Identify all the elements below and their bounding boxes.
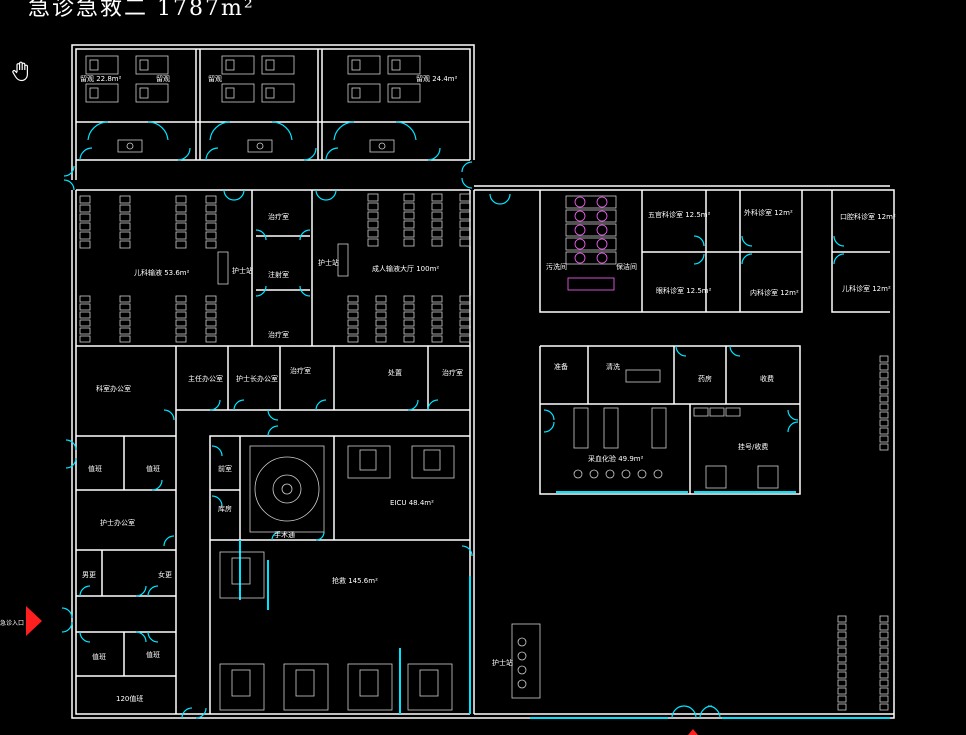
room-ent-surgery: 五官科诊室 12.5m² [648,211,711,219]
room-registration: 挂号/收费 [738,443,769,451]
room-pharmacy: 药房 [698,375,712,383]
room-treatment-3: 治疗室 [290,367,311,375]
room-director-office: 主任办公室 [188,375,223,383]
hand-pan-icon[interactable] [10,59,34,83]
room-emergency-120: 120值班 [116,695,144,703]
room-cashier: 收费 [760,375,774,383]
room-nurse-lead-office: 护士长办公室 [236,375,278,383]
entrance-label: 急诊入口 [0,620,25,627]
room-nurse-station-2: 护士站 [318,259,339,267]
room-dept-office: 科室办公室 [96,385,131,393]
room-duty-4: 值班 [146,651,160,659]
room-treatment-4: 治疗室 [442,369,463,377]
room-adult-infusion: 成人输液大厅 100m² [372,265,440,273]
room-internal-clinic: 内科诊室 12m² [750,289,799,297]
room-ward-c: 留观 [208,75,222,83]
room-nurse-station-3: 护士站 [492,659,513,667]
room-duty-3: 值班 [92,653,106,661]
room-pediatric-clinic: 儿科诊室 12m² [842,285,891,293]
room-nurse-office: 护士办公室 [100,519,135,527]
room-anteroom: 前室 [218,465,232,473]
room-nurse-station-1: 护士站 [232,267,253,275]
room-eye-clinic: 眼科诊室 12.5m² [656,287,712,295]
room-locker-f: 女更 [158,571,172,579]
doors [61,121,890,719]
room-ward-b: 留观 [156,75,170,83]
room-locker-m: 男更 [82,571,96,579]
room-ward-d: 留观 24.4m² [416,75,458,83]
room-prep: 准备 [554,363,568,371]
room-dental-clinic: 口腔科诊室 12m² [840,213,896,221]
room-storage: 库房 [218,505,232,513]
room-cleaning: 保洁间 [616,263,637,271]
furniture [79,55,889,711]
room-icu: EICU 48.4m² [390,499,434,507]
room-treatment-1: 治疗室 [268,213,289,221]
drawing-title: 急诊急救二 1787m² [28,0,255,21]
room-duty-2: 值班 [146,465,160,473]
room-peds-infusion: 儿科输液 53.6m² [134,269,190,277]
room-ward-a: 留观 22.8m² [80,75,122,83]
room-duty-1: 值班 [88,465,102,473]
room-disposal: 处置 [388,369,402,377]
room-blood-draw: 采血化验 49.9m² [588,455,644,463]
room-cleaning-2: 清洗 [606,363,620,371]
room-rescue: 抢救 145.6m² [332,577,378,585]
room-dirty: 污洗间 [546,263,567,271]
room-injection: 注射室 [268,271,289,279]
room-surgery-passage: 手术通 [274,531,295,539]
room-treatment-2: 治疗室 [268,331,289,339]
exit-marker-icon [688,729,698,735]
entrance-arrow-icon [26,606,42,636]
room-surgery-clinic: 外科诊室 12m² [744,209,793,217]
